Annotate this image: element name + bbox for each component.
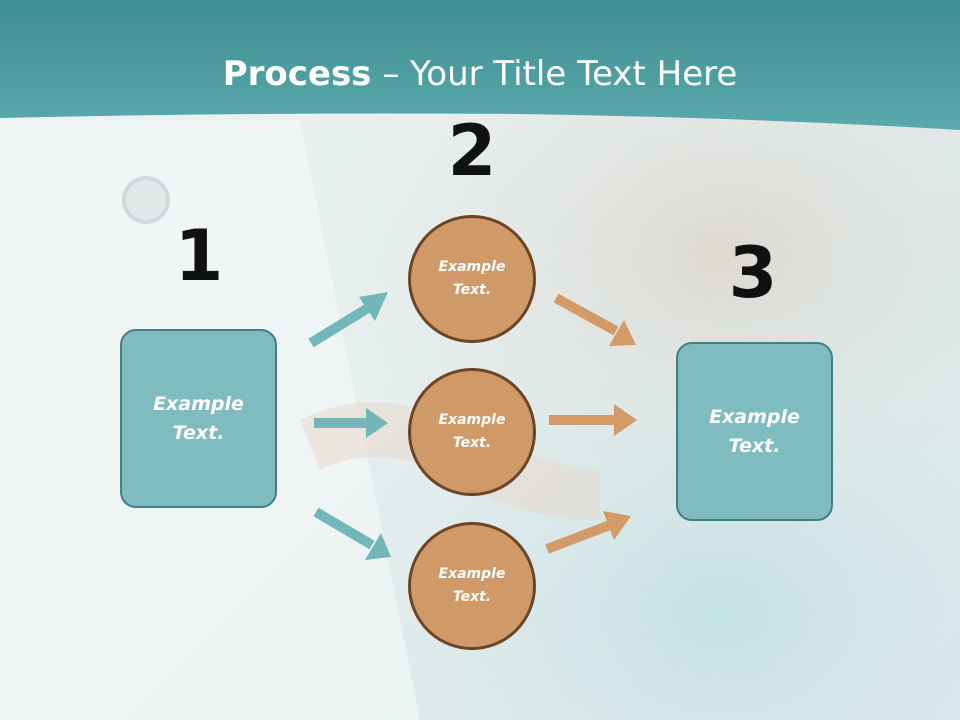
step-2-circle-top[interactable]: Example Text.	[408, 215, 536, 343]
step-2-circle-top-line2: Text.	[452, 282, 492, 298]
slide-title: Process – Your Title Text Here	[0, 52, 960, 96]
step-2-circle-bottom[interactable]: Example Text.	[408, 522, 536, 650]
step-2-circle-middle-line1: Example	[438, 412, 506, 428]
step-2-number: 2	[447, 110, 497, 192]
arrow-1-to-2-bottom	[313, 507, 391, 560]
title-rest: – Your Title Text Here	[371, 54, 738, 94]
step-2-circle-middle[interactable]: Example Text.	[408, 368, 536, 496]
step-1-label: Example Text.	[153, 390, 244, 448]
step-1-number: 1	[174, 215, 224, 297]
step-2-circle-bottom-line2: Text.	[452, 589, 492, 605]
step-1-label-line2: Text.	[172, 421, 225, 444]
arrow-1-to-2-top	[308, 292, 388, 348]
step-1-box[interactable]: Example Text.	[120, 329, 277, 508]
step-2-circle-middle-line2: Text.	[452, 435, 492, 451]
step-2-circle-top-line1: Example	[438, 259, 506, 275]
step-2-circle-bottom-label: Example Text.	[439, 563, 506, 609]
step-3-box[interactable]: Example Text.	[676, 342, 833, 521]
arrow-2-to-3-middle	[549, 404, 637, 436]
step-3-label: Example Text.	[709, 403, 800, 461]
step-3-number: 3	[728, 232, 778, 314]
title-bold: Process	[222, 54, 372, 94]
step-3-label-line1: Example	[709, 405, 800, 428]
arrow-2-to-3-bottom	[545, 511, 631, 554]
header-band	[0, 0, 960, 130]
step-2-circle-bottom-line1: Example	[438, 566, 506, 582]
arrow-2-to-3-top	[553, 293, 636, 346]
step-1-label-line1: Example	[153, 392, 244, 415]
arrow-1-to-2-middle	[314, 408, 388, 438]
step-2-circle-top-label: Example Text.	[439, 256, 506, 302]
step-3-label-line2: Text.	[728, 434, 781, 457]
step-2-circle-middle-label: Example Text.	[439, 409, 506, 455]
